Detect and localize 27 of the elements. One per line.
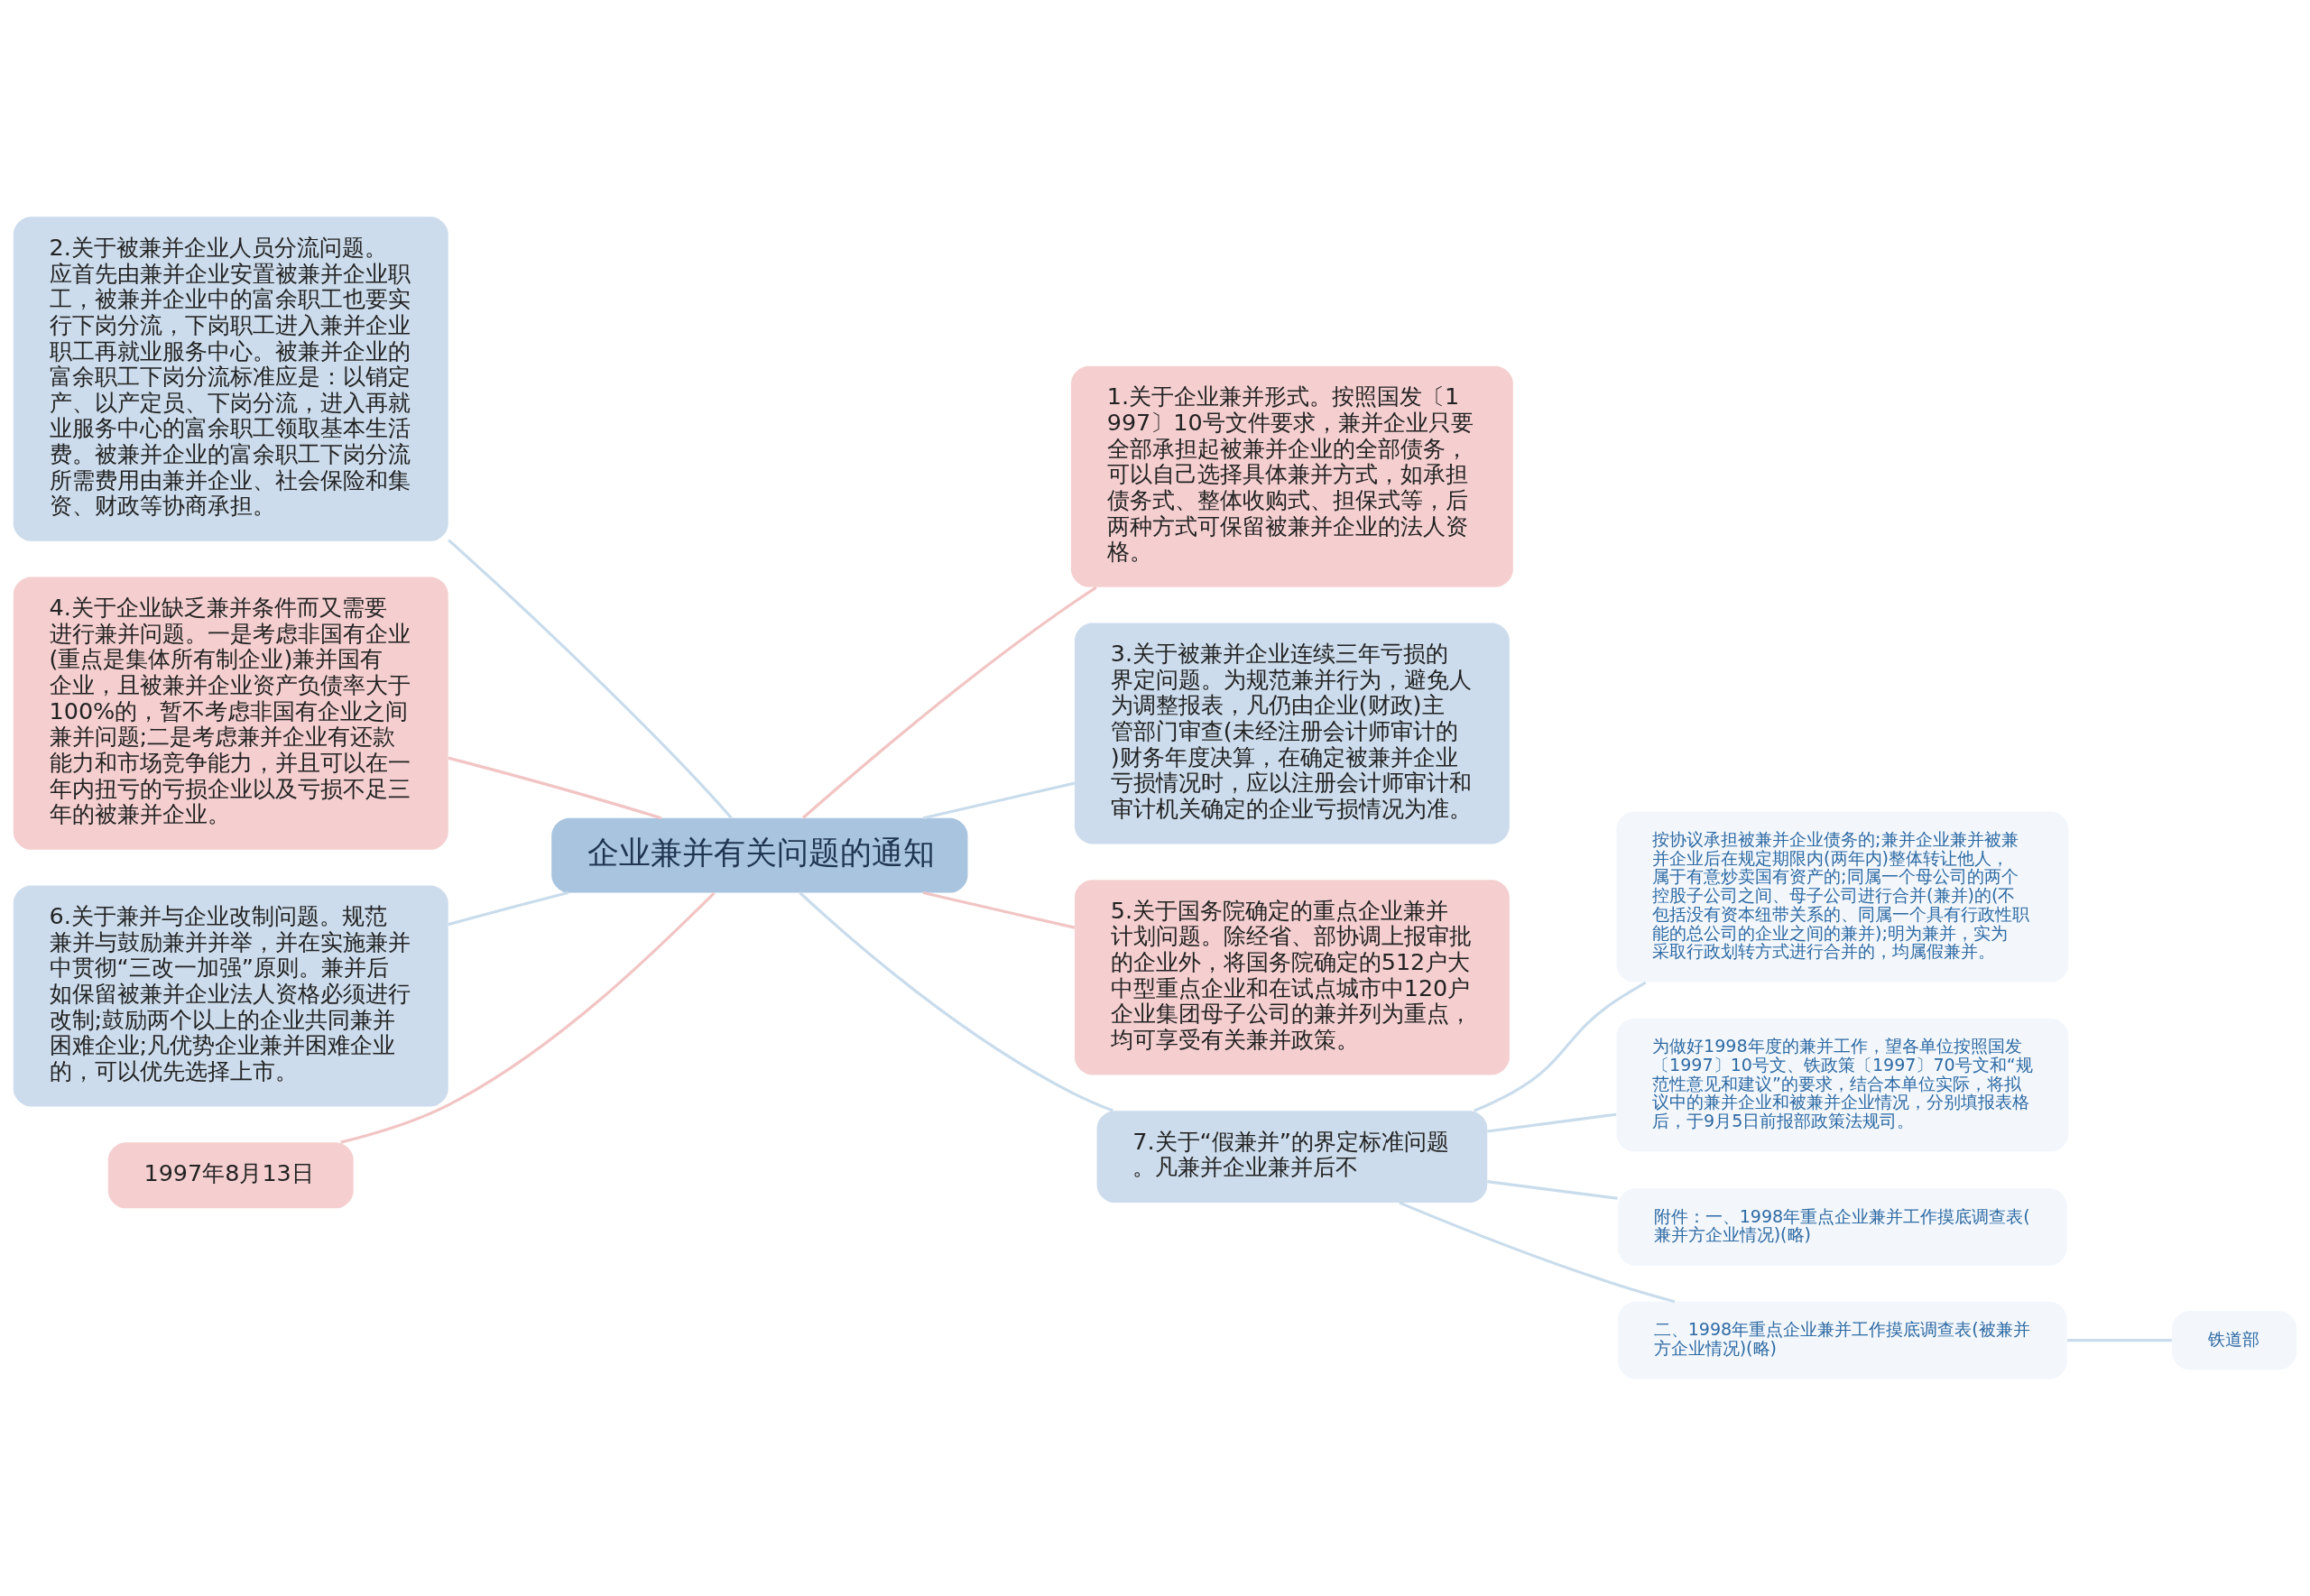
connector bbox=[801, 586, 1097, 819]
connector bbox=[1487, 1180, 1618, 1200]
connector bbox=[2067, 1339, 2172, 1342]
node-box: 1.关于企业兼并形式。按照国发〔1997〕10号文件要求，兼并企业只要全部承担起被兼并企业的全部债务，可以自己选择具体兼并方式，如承担债务式、整体收购式、担保式等，后两种方式可保留被兼并企业的法人资格。 bbox=[1070, 365, 1513, 587]
node-box: 2.关于被兼并企业人员分流问题。应首先由兼并企业安置被兼并企业职工，被兼并企业中的富余职工也要实行下岗分流，下岗职工进入兼并企业职工再就业服务中心。被兼并企业的富余职工下岗分流标准应是：以销定产、以产定员、下岗分流，进入再就业服务中心的富余职工领取基本生活费。被兼并企业的富余职工下岗分流所需费用由兼并企业、社会保险和集资、财政等协商承担。 bbox=[13, 217, 448, 541]
node-box: 1997年8月13日 bbox=[107, 1142, 354, 1209]
connector bbox=[448, 890, 568, 927]
connector bbox=[448, 756, 662, 820]
node-box: 二、1998年重点企业兼并工作摸底调查表(被兼并方企业情况)(略) bbox=[1617, 1301, 2067, 1379]
connector bbox=[922, 890, 1076, 929]
node-box: 7.关于“假兼并”的界定标准问题。凡兼并企业兼并后不 bbox=[1096, 1111, 1488, 1203]
node-box: 铁道部 bbox=[2171, 1311, 2297, 1370]
node-box: 为做好1998年度的兼并工作，望各单位按照国发〔1997〕10号文、铁政策〔1997〕70号文和“规范性意见和建议”的要求，结合本单位实际，将拟议中的兼并企业和被兼并企业情况，分别填报表格后，于9月5日前报部政策法规司。 bbox=[1616, 1018, 2069, 1152]
connector bbox=[448, 539, 733, 819]
node-box: 企业兼并有关问题的通知 bbox=[551, 817, 968, 893]
connector bbox=[1399, 1201, 1676, 1304]
node-box: 4.关于企业缺乏兼并条件而又需要进行兼并问题。一是考虑非国有企业(重点是集体所有制企业)兼并国有企业，且被兼并企业资产负债率大于100%的，暂不考虑非国有企业之间兼并问题;二是考虑兼并企业有还款能力和市场竞争能力，并且可以在一年内扭亏的亏损企业以及亏损不足三年的被兼并企业。 bbox=[13, 577, 448, 850]
connector bbox=[1474, 981, 1647, 1112]
connector bbox=[799, 891, 1113, 1112]
connector bbox=[922, 781, 1076, 820]
connector bbox=[340, 891, 716, 1144]
node-box: 3.关于被兼并企业连续三年亏损的界定问题。为规范兼并行为，避免人为调整报表，凡仍由企业(财政)主管部门审查(未经注册会计师审计的)财务年度决算，在确定被兼并企业亏损情况时，应以注册会计师审计和审计机关确定的企业亏损情况为准。 bbox=[1074, 623, 1510, 844]
node-box: 5.关于国务院确定的重点企业兼并计划问题。除经省、部协调上报审批的企业外，将国务院确定的512户大中型重点企业和在试点城市中120户企业集团母子公司的兼并列为重点，均可享受有关兼并政策。 bbox=[1074, 880, 1510, 1075]
node-box: 附件：一、1998年重点企业兼并工作摸底调查表(兼并方企业情况)(略) bbox=[1617, 1188, 2067, 1266]
connector bbox=[1487, 1112, 1617, 1133]
node-box: 按协议承担被兼并企业债务的;兼并企业兼并被兼并企业后在规定期限内(两年内)整体转让他人，属于有意炒卖国有资产的;同属一个母公司的两个控股子公司之间、母子公司进行合并(兼并)的(不包括没有资本纽带关系的、同属一个具有行政性职能的总公司的企业之间的兼并);明为兼并，实为采取行政划转方式进行合并的，均属假兼并。 bbox=[1616, 811, 2069, 983]
node-box: 6.关于兼并与企业改制问题。规范兼并与鼓励兼并并举，并在实施兼并中贯彻“三改一加强”原则。兼并后如保留被兼并企业法人资格必须进行改制;鼓励两个以上的企业共同兼并困难企业;凡优势企业兼并困难企业的，可以优先选择上市。 bbox=[13, 885, 448, 1107]
